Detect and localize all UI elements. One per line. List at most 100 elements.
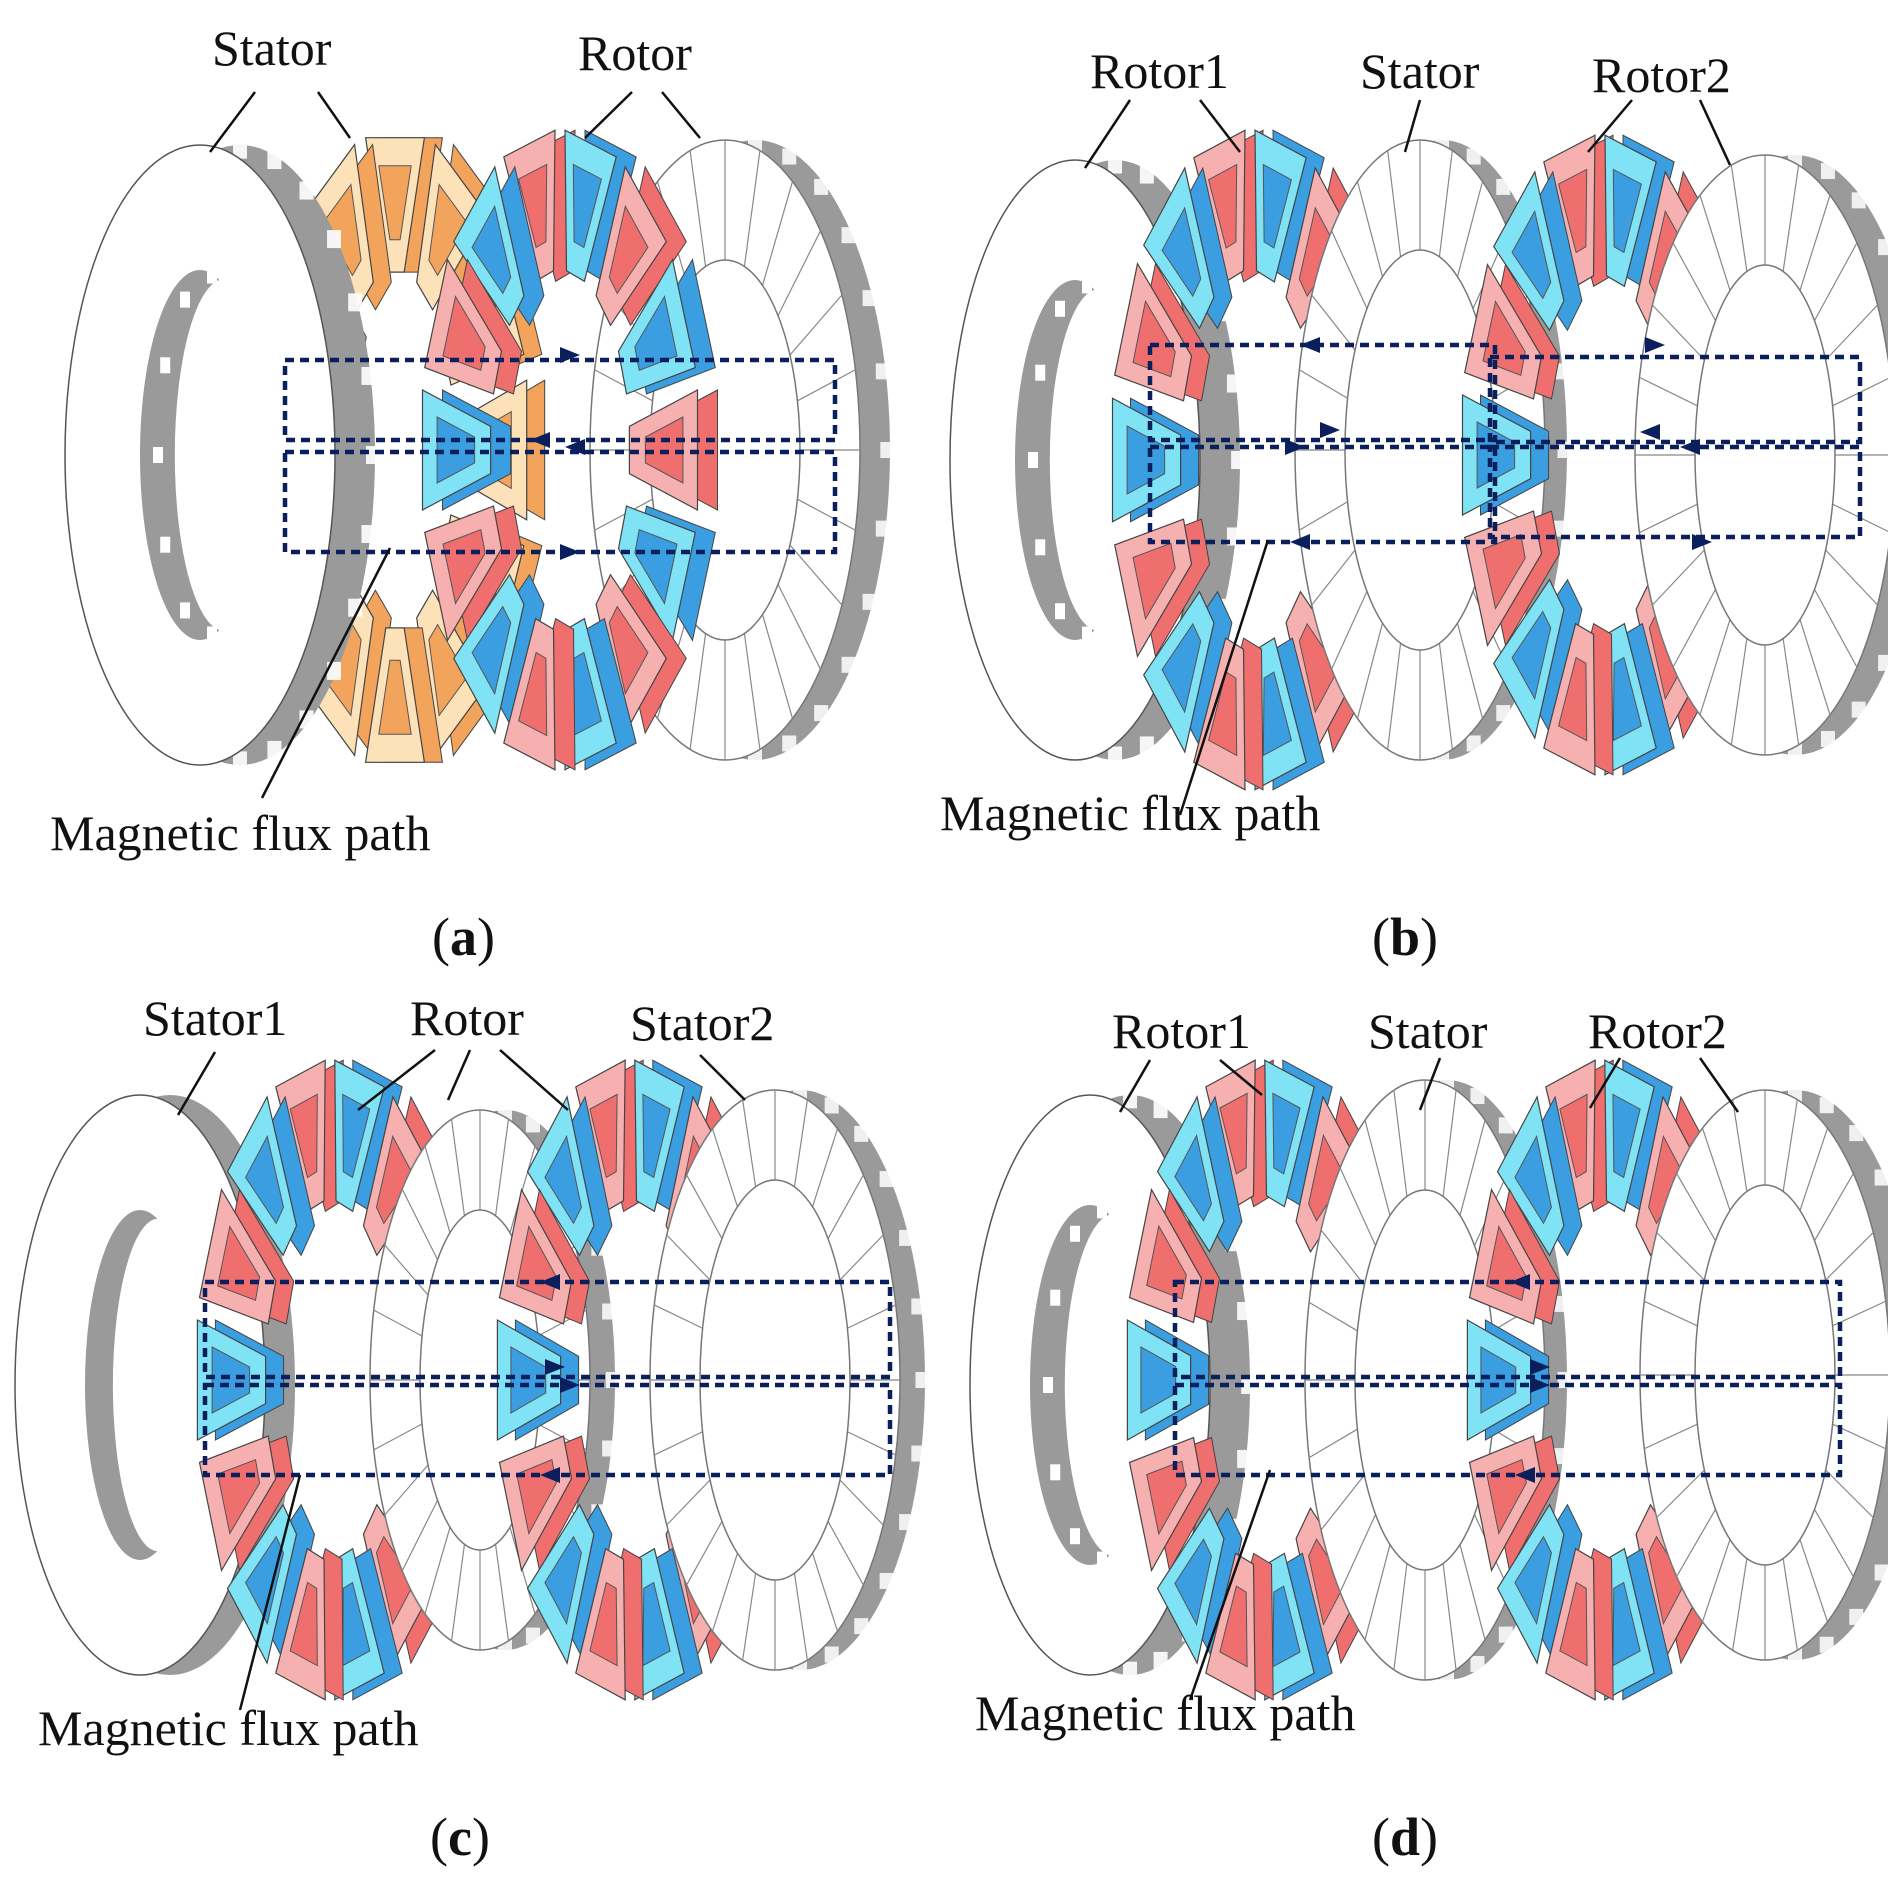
panel-c-flux-path xyxy=(202,1274,893,1483)
spoke-line xyxy=(793,1573,808,1661)
panel-a-label-stator: Stator xyxy=(212,20,332,76)
spoke-line xyxy=(1339,1167,1377,1246)
spoke-line xyxy=(1442,1563,1457,1670)
spoke-disc-slot xyxy=(841,227,856,244)
spoke-disc-slot xyxy=(1878,239,1888,256)
spoke-line xyxy=(1699,195,1731,291)
ring-piece-window xyxy=(1298,622,1339,714)
spoke-disc-slot xyxy=(1819,1636,1834,1653)
disc-hole-slot xyxy=(1082,626,1092,643)
disc-hole-slot xyxy=(160,357,171,374)
spoke-disc-slot xyxy=(782,735,797,752)
spoke-line xyxy=(1393,1090,1408,1197)
spoke-disc-slot xyxy=(879,1171,894,1188)
panel-d-rotor2-disc xyxy=(1639,1087,1888,1663)
ring-piece-window xyxy=(642,1581,671,1667)
spoke-line xyxy=(1339,1514,1377,1593)
panel-b-label-rotor2: Rotor2 xyxy=(1592,47,1731,103)
spoke-line xyxy=(1813,242,1858,321)
panel-c: Stator1 Rotor Stator2 Magnetic flux path… xyxy=(14,990,930,1867)
spoke-disc-slot xyxy=(814,178,829,195)
spoke-disc-hole xyxy=(1694,264,1836,646)
disc-slot xyxy=(1153,1100,1168,1119)
disc-hole-slot xyxy=(1097,1551,1107,1568)
ring-piece-window xyxy=(378,659,412,735)
spoke-line xyxy=(1438,150,1453,257)
ring-piece-window xyxy=(1511,610,1552,701)
panel-b-label-rotor1: Rotor1 xyxy=(1090,43,1229,99)
panel-c-stator2-disc xyxy=(649,1087,930,1673)
spoke-disc-slot xyxy=(814,705,829,722)
ring-piece-window xyxy=(544,1134,582,1225)
spoke-line xyxy=(1639,376,1698,407)
disc-hole xyxy=(174,279,274,631)
spoke-line xyxy=(1730,638,1748,745)
ring-piece-window xyxy=(1140,1346,1177,1414)
spoke-line xyxy=(793,1099,808,1187)
spoke-line xyxy=(811,1553,839,1632)
disc-slot xyxy=(267,740,282,759)
disc-hole-slot xyxy=(180,602,190,619)
panel-c-caption: (c) xyxy=(430,1807,490,1867)
spoke-line xyxy=(1825,1469,1874,1518)
panel-d: Rotor1 Stator Rotor2 Magnetic flux path … xyxy=(969,1003,1888,1867)
spoke-disc-slot xyxy=(841,656,856,673)
spoke-line xyxy=(1459,1544,1486,1640)
ring-piece-window xyxy=(428,183,468,277)
disc-slot xyxy=(361,525,376,544)
spoke-line xyxy=(789,294,843,356)
disc-slot xyxy=(1123,1090,1137,1109)
ring-piece-window xyxy=(375,1535,415,1626)
ring-piece-window xyxy=(289,1093,318,1179)
spoke-line xyxy=(1676,1509,1717,1577)
spoke-line xyxy=(1782,1558,1798,1651)
disc-hole-slot xyxy=(207,267,217,284)
disc-hole-slot xyxy=(1109,603,1119,620)
spoke-disc-slot xyxy=(525,1627,540,1644)
ring-piece-window xyxy=(245,1134,285,1225)
spoke-line xyxy=(424,1527,451,1614)
spoke-disc-slot xyxy=(1553,1295,1568,1312)
disc-slot xyxy=(1139,165,1154,184)
spoke-line xyxy=(1644,1300,1698,1327)
spoke-line xyxy=(1393,1563,1408,1670)
spoke-disc-slot xyxy=(879,1572,894,1589)
spoke-line xyxy=(384,1464,429,1516)
ring-piece-window xyxy=(518,651,548,737)
ring-piece-window xyxy=(589,1581,618,1667)
spoke-line xyxy=(797,498,856,531)
spoke-line xyxy=(1813,1173,1854,1241)
disc-slot xyxy=(365,446,380,464)
ring-piece-window xyxy=(1174,1538,1212,1627)
spoke-line xyxy=(742,1573,757,1661)
ring-piece-window xyxy=(634,295,678,371)
spoke-line xyxy=(373,1309,423,1337)
ring-piece-window xyxy=(1514,1535,1552,1626)
spoke-line xyxy=(494,1119,510,1216)
spoke-line xyxy=(686,1174,723,1239)
spoke-line xyxy=(1311,294,1356,351)
spoke-line xyxy=(1676,1173,1717,1241)
ring-piece-window xyxy=(1482,534,1526,610)
spoke-disc-slot xyxy=(1553,520,1568,537)
spoke-line xyxy=(1308,1301,1358,1332)
ring-piece-window xyxy=(1308,1538,1346,1627)
spoke-disc-slot xyxy=(1819,1097,1834,1114)
disc-hole-slot xyxy=(1043,1377,1053,1393)
disc-hole-slot xyxy=(253,536,264,553)
spoke-line xyxy=(1672,589,1717,668)
disc-slot xyxy=(233,751,247,770)
ring-piece-window xyxy=(1132,299,1176,378)
spoke-line xyxy=(401,1499,439,1572)
panel-a-flux-path xyxy=(282,347,838,560)
spoke-line xyxy=(1832,1300,1886,1327)
disc-slot xyxy=(1237,1302,1252,1321)
disc-hole-slot xyxy=(1097,1202,1107,1219)
spoke-line xyxy=(594,369,653,402)
ring-piece-window xyxy=(342,1093,371,1179)
spoke-disc-slot xyxy=(1557,442,1572,458)
disc-slot xyxy=(361,366,376,385)
spoke-line xyxy=(509,1146,536,1233)
disc-slot xyxy=(1153,1651,1168,1670)
ring-piece-window xyxy=(217,1459,261,1535)
